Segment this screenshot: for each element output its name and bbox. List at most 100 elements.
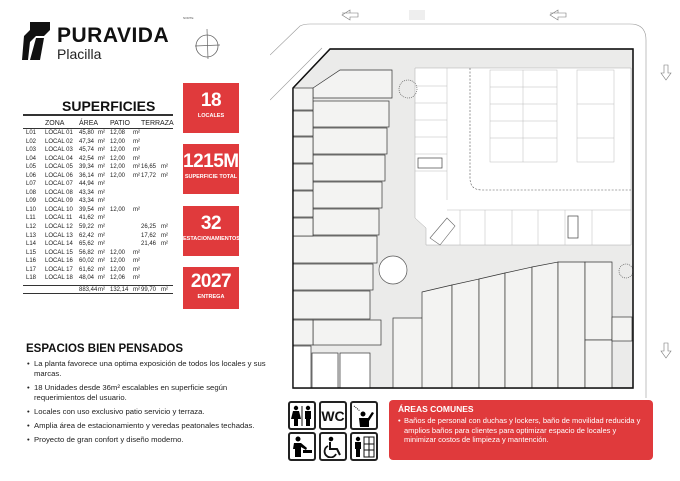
cell-5: m²	[133, 138, 140, 145]
car-icon	[417, 157, 443, 169]
cell-2: 59,22	[79, 224, 95, 231]
cell-5: m²	[133, 275, 140, 282]
cell-0: L15	[26, 249, 37, 256]
cell-4: 12,00	[110, 138, 126, 145]
cell-2: 43,34	[79, 198, 95, 205]
cell-5: m²	[133, 258, 140, 265]
cell-2: 41,62	[79, 215, 95, 222]
cell-3: m²	[98, 147, 105, 154]
badge-label: LOCALES	[197, 113, 225, 119]
cell-5: m²	[133, 147, 140, 154]
cell-2: 43,34	[79, 189, 95, 196]
cell-0: L07	[26, 181, 37, 188]
cell-1: LOCAL 11	[45, 215, 73, 222]
header-cell-1: ZONA	[45, 120, 65, 127]
cell-2: 45,74	[79, 147, 95, 154]
badge-value: 32	[200, 213, 222, 234]
cell-2: 56,82	[79, 249, 95, 256]
areas-comunes-box: ÁREAS COMUNES Baños de personal con duch…	[389, 400, 653, 460]
cell-1: LOCAL 07	[45, 181, 73, 188]
cell-1: LOCAL 01	[45, 130, 73, 136]
espacios-list: La planta favorece una optima exposición…	[27, 359, 267, 449]
cell-2: 39,54	[79, 206, 95, 213]
cell-4: 12,00	[110, 206, 126, 213]
cell-4: 12,00	[110, 164, 126, 171]
cell-3: m²	[98, 130, 105, 136]
cell-3: m²	[98, 198, 105, 205]
cell-3: m²	[98, 249, 105, 256]
list-item: 18 Unidades desde 36m² escalables en sup…	[27, 383, 267, 403]
cell-5: m²	[133, 206, 140, 213]
cell-3: m²	[98, 215, 105, 222]
lockers-icon	[350, 432, 378, 461]
cell-2: 62,42	[79, 232, 95, 239]
cell-3: m²	[98, 189, 105, 196]
brand-location: Placilla	[57, 46, 102, 62]
badge-value: 18	[200, 90, 222, 111]
header-cell-6: TERRAZA	[141, 120, 174, 127]
cell-3: m²	[98, 155, 105, 162]
cell-6: 17,72	[141, 172, 157, 179]
cell-5: m²	[133, 130, 140, 136]
restroom-icon	[288, 401, 316, 430]
cell-4: 12,00	[110, 155, 126, 162]
cell-1: LOCAL 02	[45, 138, 73, 145]
accessible-icon	[319, 432, 347, 461]
cell-1: LOCAL 13	[45, 232, 73, 239]
cell-0: L14	[26, 241, 37, 248]
palm-tree-icon	[398, 79, 418, 99]
cell-7: m²	[161, 172, 168, 179]
car-icon	[567, 215, 579, 239]
cell-2: 48,04	[79, 275, 95, 282]
cell-2: 47,34	[79, 138, 95, 145]
wc-label: WC	[321, 407, 345, 424]
cell-7: m²	[161, 232, 168, 239]
cell-2: 61,62	[79, 266, 95, 273]
list-item: La planta favorece una optima exposición…	[27, 359, 267, 379]
cell-2: 42,54	[79, 155, 95, 162]
brand-name: PURAVIDA	[57, 24, 170, 47]
cell-1: LOCAL 14	[45, 241, 73, 248]
badge-value: 1215M²	[183, 151, 245, 172]
cell-0: L17	[26, 266, 37, 273]
cell-0: L02	[26, 138, 37, 145]
cell-4: 12,00	[110, 172, 126, 179]
north-compass-icon	[194, 28, 221, 60]
cell-0: L12	[26, 224, 37, 231]
cell-6: 17,62	[141, 232, 157, 239]
total-cell-5: m²	[133, 286, 140, 293]
cell-3: m²	[98, 164, 105, 171]
areas-comunes-text: Baños de personal con duchas y lockers, …	[398, 416, 644, 445]
cell-1: LOCAL 17	[45, 266, 73, 273]
list-item: Locales con uso exclusivo patio servicio…	[27, 407, 267, 417]
cell-0: L01	[26, 130, 37, 136]
cell-0: L08	[26, 189, 37, 196]
cell-4: 12,00	[110, 258, 126, 265]
cell-0: L13	[26, 232, 37, 239]
wc-icon: WC	[319, 401, 347, 430]
cell-4: 12,08	[110, 130, 126, 136]
baby-changing-icon	[288, 432, 316, 461]
total-cell-4: 132,14	[110, 286, 129, 293]
total-cell-7: m²	[161, 286, 168, 293]
total-cell-3: m²	[98, 286, 105, 293]
cell-1: LOCAL 08	[45, 189, 73, 196]
cell-3: m²	[98, 232, 105, 239]
superficies-title: SUPERFICIES	[62, 98, 156, 114]
espacios-title: ESPACIOS BIEN PENSADOS	[26, 343, 183, 355]
cell-1: LOCAL 10	[45, 206, 73, 213]
cell-5: m²	[133, 172, 140, 179]
header-cell-2: ÁREA	[79, 120, 99, 127]
